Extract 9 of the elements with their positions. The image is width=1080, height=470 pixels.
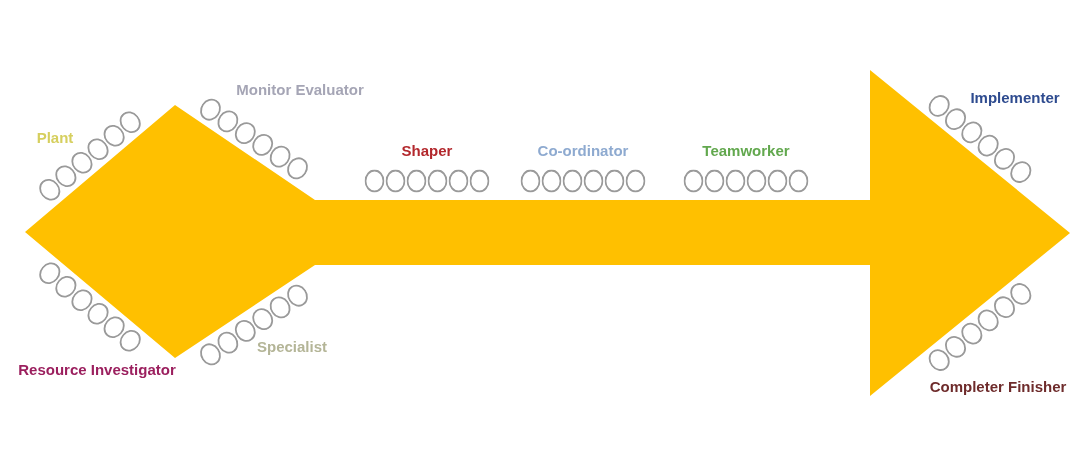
role-label: Resource Investigator xyxy=(18,361,176,379)
role-label: Monitor Evaluator xyxy=(236,81,364,99)
role-label: Plant xyxy=(36,129,74,147)
role-label: Teamworker xyxy=(702,142,790,160)
role-label: Implementer xyxy=(970,89,1060,107)
role-label: Co-ordinator xyxy=(537,142,629,160)
role-label: Completer Finisher xyxy=(929,378,1067,396)
role-label: Specialist xyxy=(257,338,327,356)
role-label: Shaper xyxy=(401,142,453,160)
